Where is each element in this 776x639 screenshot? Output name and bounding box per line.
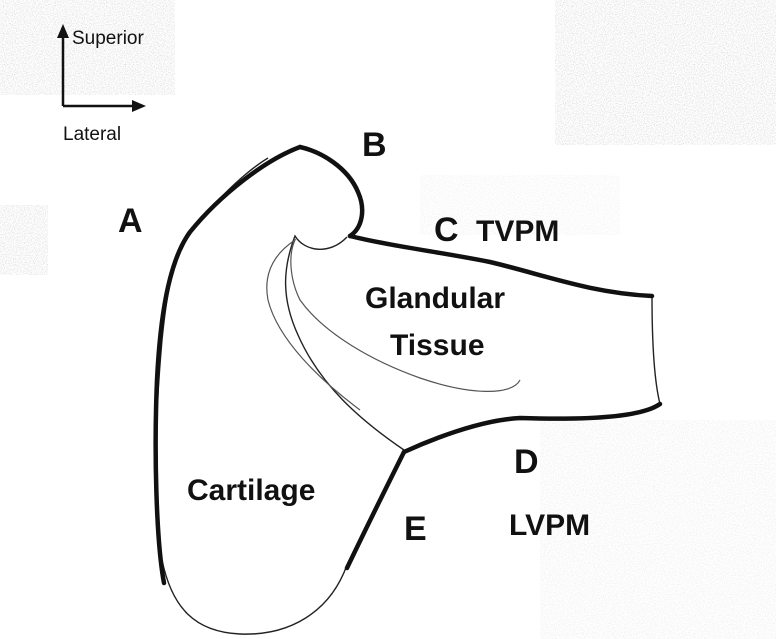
border-a: [156, 147, 300, 583]
label-a: A: [118, 202, 143, 240]
label-cartilage: Cartilage: [187, 474, 315, 507]
label-d: D: [514, 443, 539, 481]
texture-top-right: [555, 0, 776, 145]
label-tissue: Tissue: [390, 329, 485, 362]
label-tvpm: TVPM: [476, 215, 559, 248]
label-e: E: [404, 510, 427, 548]
glandular-tissue-outline: [267, 240, 520, 410]
border-e: [347, 452, 404, 568]
cartilage-outline: [156, 158, 347, 634]
label-c: C: [434, 211, 459, 249]
label-b: B: [362, 126, 387, 164]
lateral-label: Lateral: [63, 124, 121, 145]
label-lvpm: LVPM: [509, 509, 590, 542]
cartilage-inner-boundary: [286, 236, 404, 450]
label-glandular: Glandular: [365, 282, 505, 315]
border-b: [300, 147, 362, 236]
superior-label: Superior: [72, 28, 144, 49]
texture-left-edge: [0, 205, 48, 275]
glandular-right-border: [652, 296, 660, 404]
lateral-arrowhead: [132, 100, 146, 112]
